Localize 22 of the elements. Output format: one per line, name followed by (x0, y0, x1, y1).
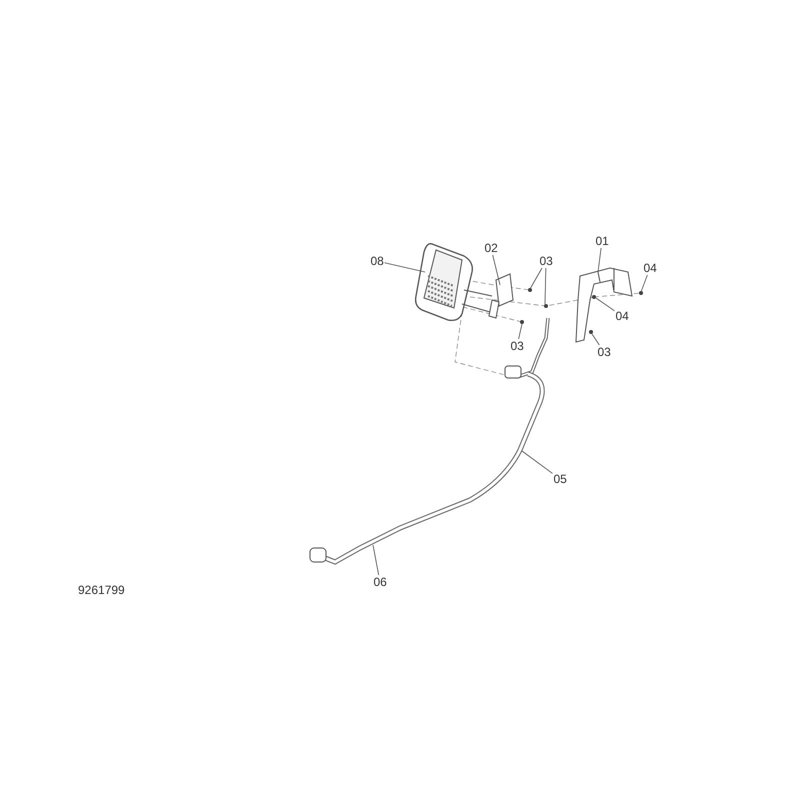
callout-number: 04 (644, 261, 657, 275)
callout-number: 08 (370, 254, 384, 268)
callout-number: 03 (510, 339, 524, 353)
leader-line (372, 544, 380, 576)
callout-number: 03 (540, 254, 553, 268)
leader-line (640, 274, 648, 292)
leader-line (592, 334, 600, 346)
leader-line (522, 450, 553, 474)
callout-number: 01 (596, 234, 609, 248)
leader-line (530, 268, 542, 290)
callout-number: 05 (554, 472, 567, 486)
callout-number: 04 (616, 309, 629, 323)
leader-line (598, 248, 602, 272)
callout-number: 03 (598, 345, 611, 359)
leader-line (544, 268, 546, 304)
drawing-number: 9261799 (78, 583, 125, 597)
leader-line (518, 324, 522, 340)
callout-number: 02 (484, 241, 498, 255)
callout-number: 06 (374, 575, 387, 589)
leader-line (596, 298, 615, 312)
leader-line (384, 262, 426, 272)
leader-line (492, 254, 500, 286)
